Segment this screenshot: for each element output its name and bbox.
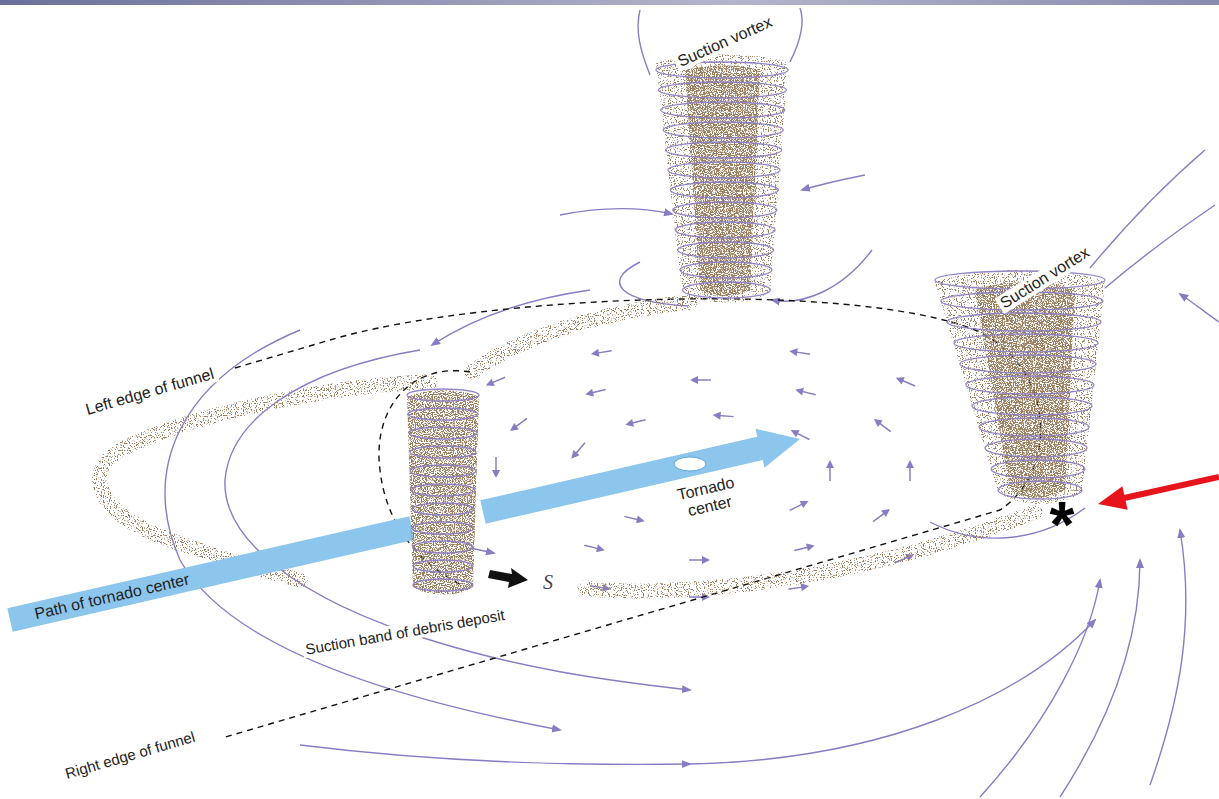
circulation-arrow: [584, 386, 606, 399]
circulation-arrow: [484, 374, 506, 390]
vortex-coil: [663, 122, 783, 138]
vortex-coil: [666, 142, 782, 158]
funnel-edge: [222, 299, 1041, 738]
vortex-label: Suction vortex: [672, 12, 778, 72]
debris-band: [100, 302, 1035, 591]
streamline: [165, 8, 1219, 797]
streamline: [432, 290, 590, 345]
streamline: [802, 175, 865, 190]
streamline: [1180, 294, 1219, 322]
circulation-arrow: [590, 347, 612, 358]
path-arrow: [674, 457, 706, 471]
suction-vortex: [656, 55, 788, 303]
funnel-edge: [222, 299, 1041, 738]
vortex-coil: [407, 62, 1105, 591]
streamline: [690, 620, 1095, 764]
debris-band: [585, 512, 1035, 591]
circulation-arrow: [712, 411, 734, 421]
streamline: [1060, 560, 1140, 797]
streamline: [1150, 530, 1186, 785]
vortex-coil: [407, 389, 479, 401]
vortex-coil: [985, 439, 1087, 457]
funnel-edge-label: Left edge of funnel: [81, 364, 219, 420]
circulation-arrow: [871, 506, 893, 525]
motion-arrow: [488, 568, 528, 588]
top-bar: [0, 0, 1219, 5]
debris-band-label: Suction band of debris deposit: [301, 605, 509, 658]
vortex-coil: [413, 541, 473, 553]
asterisk-mark: *: [1047, 493, 1078, 557]
pointer-arrow: [1098, 486, 1128, 509]
debris-band: [472, 302, 690, 372]
vortex-coil: [412, 522, 474, 534]
path-arrow: [756, 429, 801, 468]
funnel-edge-label: Right edge of funnel: [60, 727, 199, 783]
vortex-coil: [991, 460, 1085, 478]
circulation-arrow: [826, 460, 834, 481]
streamline: [772, 250, 872, 301]
path-label: Path of tornado center: [30, 570, 194, 625]
streamline: [1090, 150, 1205, 268]
streamline: [638, 10, 650, 75]
circulation-arrow: [788, 497, 810, 514]
suction-vortex: [407, 55, 1105, 595]
vortex-coil: [409, 427, 477, 439]
vortex-coil: [658, 82, 786, 98]
vortex-coil: [670, 182, 778, 198]
vortex-coil: [682, 282, 770, 298]
vortex-coil: [411, 484, 475, 496]
vortex-coil: [680, 262, 772, 278]
suction-vortex: [975, 283, 1075, 498]
vortex-coil: [408, 408, 478, 420]
vortex-label: Suction vortex: [995, 242, 1096, 315]
circulation-arrow: [690, 376, 711, 384]
circulation-arrow: [492, 457, 500, 478]
vortex-coil: [410, 446, 476, 458]
suction-vortex: [407, 390, 479, 594]
circulation-arrow: [689, 556, 710, 564]
suction-vortex: [935, 270, 1105, 504]
circulation-arrow: [793, 542, 815, 555]
vortex-coil: [673, 202, 777, 218]
circulation-arrow: [894, 374, 916, 390]
circulation-arrow: [508, 415, 530, 434]
vortex-coil: [947, 313, 1101, 331]
vortex-coil: [972, 397, 1092, 415]
streamline: [980, 580, 1100, 797]
vortex-coil: [979, 418, 1089, 436]
vortex-coil: [954, 334, 1098, 352]
vortex-coil: [960, 355, 1096, 373]
circulation-arrow: [623, 513, 645, 526]
vortex-coil: [668, 162, 780, 178]
circulation-arrow: [794, 386, 816, 399]
pointer-arrow: [1098, 477, 1219, 510]
vortex-coil: [966, 376, 1094, 394]
vortex-coil: [413, 579, 473, 591]
streamline: [790, 8, 802, 62]
vortex-coil: [413, 560, 473, 572]
vortex-coil: [675, 222, 775, 238]
circulation-arrow: [906, 460, 914, 481]
circulation-arrow: [568, 440, 588, 461]
streamline: [560, 208, 672, 215]
pointer-arrow: [1122, 477, 1219, 499]
motion-label: S: [540, 571, 556, 594]
circulation-arrow: [583, 541, 605, 554]
circulation-arrow: [871, 416, 893, 435]
streamline: [300, 745, 690, 764]
circulation-arrow: [789, 347, 811, 358]
center-label: Tornado center: [656, 469, 760, 527]
vortex-coil: [410, 465, 476, 477]
vortex-coil: [412, 503, 474, 515]
streamline: [1105, 205, 1215, 288]
vortex-coil: [678, 242, 774, 258]
vortex-coil: [661, 102, 785, 118]
circulation-arrow: [624, 416, 646, 429]
